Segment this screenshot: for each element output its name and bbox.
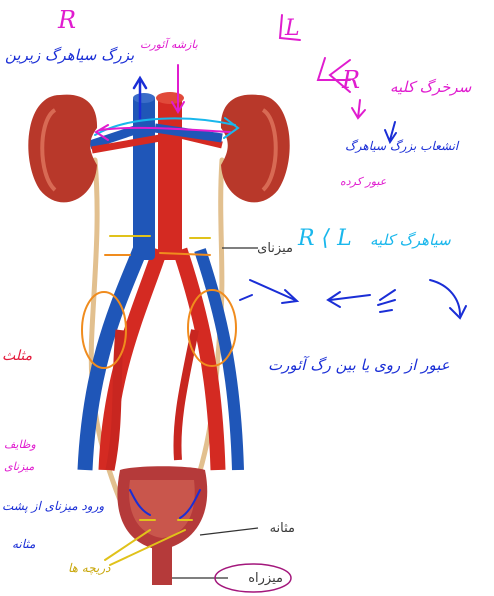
annotation-left-pink2: میزنای [4, 460, 34, 473]
annotation-left-blue2: مثانه [12, 537, 36, 551]
urethra-label: میزراه [248, 571, 283, 586]
annotation-yellow: دریچه ها [68, 561, 111, 575]
vena-cava-top [133, 93, 155, 103]
annotation-right-blue1: انشعاب بزرگ سیاهرگ [345, 139, 460, 153]
bladder-leader [200, 528, 258, 535]
annotation-cyan: سیاهرگ کلیه [370, 231, 451, 249]
annotation-left-blue1: ورود میزنای از پشت [2, 499, 104, 513]
annotation-left-red: مثلث [2, 348, 33, 364]
ureter-label: میزنای [257, 241, 293, 256]
annotation-right-pink: سرخرگ کلیه [390, 78, 472, 96]
urethra [152, 545, 172, 585]
right-kidney [221, 95, 290, 203]
annotation-left-pink1: وظایف [4, 438, 36, 451]
aorta [158, 95, 182, 260]
annotation-upper-left: بزرگ سیاهرگ زیرین [5, 46, 134, 64]
annotation-rl: R ⟨ L [297, 226, 352, 251]
bladder-label: مثانه [270, 521, 295, 536]
annotation-top-L: L [284, 16, 300, 41]
annotation-top-R: R [57, 6, 76, 34]
annotation-top-pink: بازشه آئورت [140, 37, 198, 51]
aorta-top [156, 92, 184, 104]
annotation-bottom-right: عبور از روی یا بین رگ آئورت [268, 355, 450, 374]
left-kidney [28, 95, 97, 203]
annotation-right-pink2: عبور کرده [340, 175, 387, 188]
annotation-right-R: R [341, 66, 360, 94]
bladder [117, 466, 207, 585]
